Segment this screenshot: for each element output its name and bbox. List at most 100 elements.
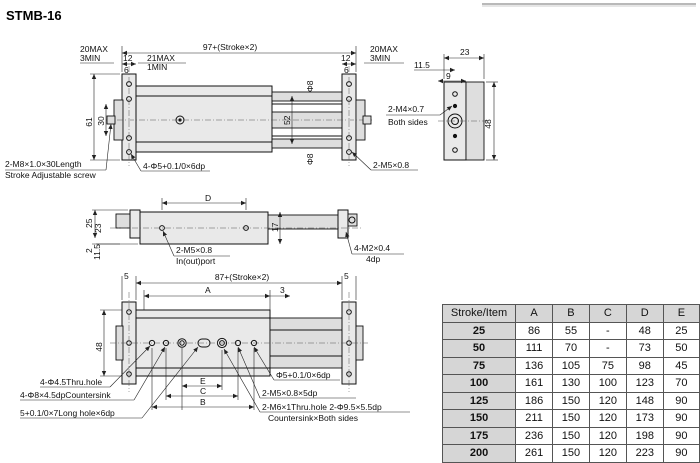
callout-both-sides: Both sides xyxy=(388,117,428,127)
dim-right-min: 3MIN xyxy=(370,53,390,63)
callout-hole: 4-Φ5+0.1/0×6dp xyxy=(143,161,205,171)
table-cell: 186 xyxy=(515,391,554,410)
table-cell: 123 xyxy=(625,374,664,393)
spec-header-c: C xyxy=(588,304,627,323)
dim-mid-min: 1MIN xyxy=(147,62,167,72)
table-cell: 45 xyxy=(662,356,700,375)
table-cell: - xyxy=(588,339,627,358)
dim-width-23: 23 xyxy=(460,47,470,57)
table-cell: 150 xyxy=(552,409,590,428)
guide-rod-bottom xyxy=(271,138,343,149)
dim-3: 3 xyxy=(280,285,285,295)
callout-long-hole: 5+0.1/0×7Long hole×6dp xyxy=(20,408,115,418)
dim-overall: 97+(Stroke×2) xyxy=(203,42,258,52)
table-cell: 148 xyxy=(625,391,664,410)
table-cell: 100 xyxy=(588,374,627,393)
table-cell: 136 xyxy=(515,356,554,375)
table-cell: 161 xyxy=(515,374,554,393)
adjust-screw-right xyxy=(362,115,372,125)
table-row-stroke: 200 xyxy=(441,444,517,463)
table-cell: 261 xyxy=(515,444,554,463)
table-cell: 98 xyxy=(625,356,664,375)
table-cell: 198 xyxy=(625,426,664,445)
table-cell: 223 xyxy=(625,444,664,463)
dim-right-max: 20MAX xyxy=(370,44,398,54)
dim-right-6: 6 xyxy=(344,65,349,75)
dim-height-48-bottom: 48 xyxy=(94,342,104,352)
table-cell: 75 xyxy=(588,356,627,375)
callout-countersink-both: Countersink×Both sides xyxy=(268,413,358,423)
table-cell: 73 xyxy=(625,339,664,358)
table-cell: 48 xyxy=(625,321,664,340)
table-cell: 70 xyxy=(552,339,590,358)
table-cell: 150 xyxy=(552,426,590,445)
table-cell: 55 xyxy=(552,321,590,340)
dim-left-max: 20MAX xyxy=(80,44,108,54)
dim-11-5-front: 11.5 xyxy=(92,244,102,260)
front-view: D 25 23 2 11.5 17 2-M5×0.8 In(out)port 4… xyxy=(84,193,404,266)
top-view: 97+(Stroke×2) 20MAX 3MIN 12 6 21MAX 1MIN… xyxy=(5,42,418,180)
table-cell: 120 xyxy=(588,426,627,445)
cylinder-body xyxy=(135,85,273,153)
callout-port-1: 2-M5×0.8 xyxy=(176,245,212,255)
table-row-stroke: 75 xyxy=(441,356,517,375)
callout-bolt-1: 2-M8×1.0×30Length xyxy=(5,159,82,169)
table-cell: 130 xyxy=(552,374,590,393)
dim-C: C xyxy=(200,386,206,396)
table-cell: 90 xyxy=(662,426,700,445)
dim-5-left: 5 xyxy=(124,271,129,281)
front-left-plate xyxy=(129,209,141,239)
dim-left-min: 3MIN xyxy=(80,53,100,63)
table-row-stroke: 150 xyxy=(441,409,517,428)
table-cell: 150 xyxy=(552,444,590,463)
dim-2: 2 xyxy=(84,248,94,253)
table-cell: 173 xyxy=(625,409,664,428)
front-left-block xyxy=(115,213,131,229)
table-cell: 86 xyxy=(515,321,554,340)
table-cell: 25 xyxy=(662,321,700,340)
callout-m5: 2-M5×0.8×5dp xyxy=(262,388,318,398)
spec-header-b: B xyxy=(552,304,590,323)
table-row-stroke: 50 xyxy=(441,339,517,358)
table-cell: 111 xyxy=(515,339,554,358)
dim-height-30: 30 xyxy=(96,116,106,126)
table-cell: 90 xyxy=(662,409,700,428)
dim-rod-dia-bottom: Φ8 xyxy=(305,153,315,165)
table-cell: 150 xyxy=(552,391,590,410)
callout-bolt-2: Stroke Adjustable screw xyxy=(5,170,97,180)
table-cell: 70 xyxy=(662,374,700,393)
table-row-stroke: 25 xyxy=(441,321,517,340)
dim-height-48: 48 xyxy=(483,119,493,129)
table-row-stroke: 175 xyxy=(441,426,517,445)
dim-right-12: 12 xyxy=(341,53,351,63)
dim-overall-87: 87+(Stroke×2) xyxy=(215,272,270,282)
spec-header-e: E xyxy=(662,304,700,323)
callout-port-2: In(out)port xyxy=(176,256,216,266)
dim-25: 25 xyxy=(84,218,94,228)
dim-rod-dia-top: Φ8 xyxy=(305,80,315,92)
table-cell: 90 xyxy=(662,391,700,410)
table-cell: 120 xyxy=(588,409,627,428)
callout-thru-hole: 4-Φ4.5Thru.hole xyxy=(40,377,102,387)
callout-m6: 2-M6×1Thru.hole 2-Φ9.5×5.5dp xyxy=(262,402,382,412)
table-cell: 236 xyxy=(515,426,554,445)
callout-thread-2: 4dp xyxy=(366,254,380,264)
table-row-stroke: 100 xyxy=(441,374,517,393)
table-row-stroke: 125 xyxy=(441,391,517,410)
bottom-view: 5 87+(Stroke×2) 5 A 3 48 E C B 4-Φ4.5Thr… xyxy=(20,271,410,423)
table-cell: 50 xyxy=(662,339,700,358)
callout-thread-1: 4-M2×0.4 xyxy=(354,243,390,253)
spec-header-a: A xyxy=(515,304,554,323)
table-cell: 90 xyxy=(662,444,700,463)
spec-header-stroke: Stroke/Item xyxy=(441,304,517,323)
dim-mid-max: 21MAX xyxy=(147,53,175,63)
table-cell: - xyxy=(588,321,627,340)
